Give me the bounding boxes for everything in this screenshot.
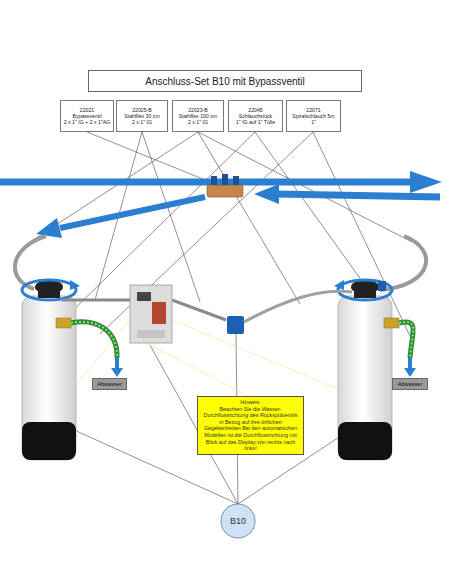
flex-hose: [380, 236, 426, 290]
drain-label-box: Abwasser: [92, 378, 127, 390]
control-base: [137, 330, 165, 338]
leader-line: [198, 132, 300, 304]
hose-fitting: [56, 318, 71, 328]
part-box: 22021Bypassventil2 x 1" IG + 2 x 1"AG: [60, 100, 114, 132]
part-box: 22045Schlauchstück1" IG auf 1" Tülle: [228, 100, 283, 132]
control-unit: [130, 285, 172, 343]
circle-shape: [221, 504, 255, 538]
guide-line: [150, 345, 250, 397]
leader-line: [87, 132, 220, 186]
guide-line: [70, 320, 130, 392]
filter-tank: [22, 296, 76, 460]
title-box: Anschluss-Set B10 mit Bypassventil: [88, 70, 362, 92]
tank-base: [338, 422, 392, 460]
node-text: Schlauchstück: [239, 113, 272, 119]
drain-hose: [399, 322, 413, 358]
node-heading: 22025-B: [132, 107, 152, 113]
valve-fitting: [378, 281, 386, 291]
valve-handle: [233, 176, 239, 185]
node-heading: 22071: [306, 107, 320, 113]
node-text: 2 x 1" IG + 2 x 1"AG: [64, 119, 111, 125]
arrow-head: [70, 280, 80, 290]
flow-arrow: [60, 197, 205, 228]
arrow-head: [334, 280, 344, 290]
diagram-title: Anschluss-Set B10 mit Bypassventil: [145, 76, 305, 87]
node-heading: Abwasser: [398, 381, 423, 387]
drain-hose: [71, 322, 117, 358]
flex-hose: [244, 291, 352, 322]
valve-handle: [222, 174, 228, 185]
valve-handle: [211, 176, 217, 185]
arrow-head: [254, 184, 279, 204]
node-heading: Hinweis:: [240, 399, 260, 406]
node-text: Stahlflex 30 cm: [124, 113, 159, 119]
node-text: Spiralschlauch 5m: [292, 113, 334, 119]
leader-line: [142, 132, 200, 302]
node-text: 2 x 1" IG: [132, 119, 152, 125]
note-box: Hinweis:Beachten Sie die Wasser-Durchflu…: [197, 396, 304, 455]
node-heading: 22021: [80, 107, 94, 113]
guide-line: [172, 320, 345, 392]
bypass-valve: [207, 185, 243, 197]
flow-arrow: [0, 179, 412, 186]
node-heading: 22023-B: [188, 107, 208, 113]
drain-label-box: Abwasser: [392, 378, 428, 390]
flex-hose: [172, 300, 226, 320]
arrow-head: [36, 218, 62, 238]
node-text: Stahlflex 100 cm: [179, 113, 217, 119]
blue-fitting: [227, 316, 244, 334]
node-text: 1" IG auf 1" Tülle: [236, 119, 275, 125]
tank-base: [22, 422, 76, 460]
drain-hose: [71, 322, 117, 358]
arrow-head: [410, 171, 442, 193]
hose-fitting: [384, 318, 399, 328]
flow-circle: [22, 280, 76, 300]
node-text: 2 x 1" IG: [188, 119, 208, 125]
drain-hose: [399, 322, 413, 358]
set-circle: B10: [220, 503, 256, 539]
node-text: Beachten Sie die Wasser-Durchflussrichtu…: [201, 406, 300, 452]
node-heading: B10: [230, 516, 246, 526]
node-text: 1": [311, 119, 316, 125]
flex-hose: [62, 299, 130, 302]
arrow-head: [111, 368, 123, 377]
control-module: [152, 302, 166, 324]
part-box: 22071Spiralschlauch 5m1": [286, 100, 341, 132]
node-heading: Abwasser: [97, 381, 122, 387]
part-box: 22025-BStahlflex 30 cm2 x 1" IG: [116, 100, 168, 132]
part-box: 22023-BStahlflex 100 cm2 x 1" IG: [172, 100, 224, 132]
leader-line: [198, 132, 412, 242]
flow-arrow: [276, 194, 440, 197]
display: [137, 292, 151, 301]
node-text: Bypassventil: [72, 113, 101, 119]
arrow-head: [404, 368, 416, 377]
leader-line: [30, 132, 198, 242]
node-heading: 22045: [248, 107, 262, 113]
